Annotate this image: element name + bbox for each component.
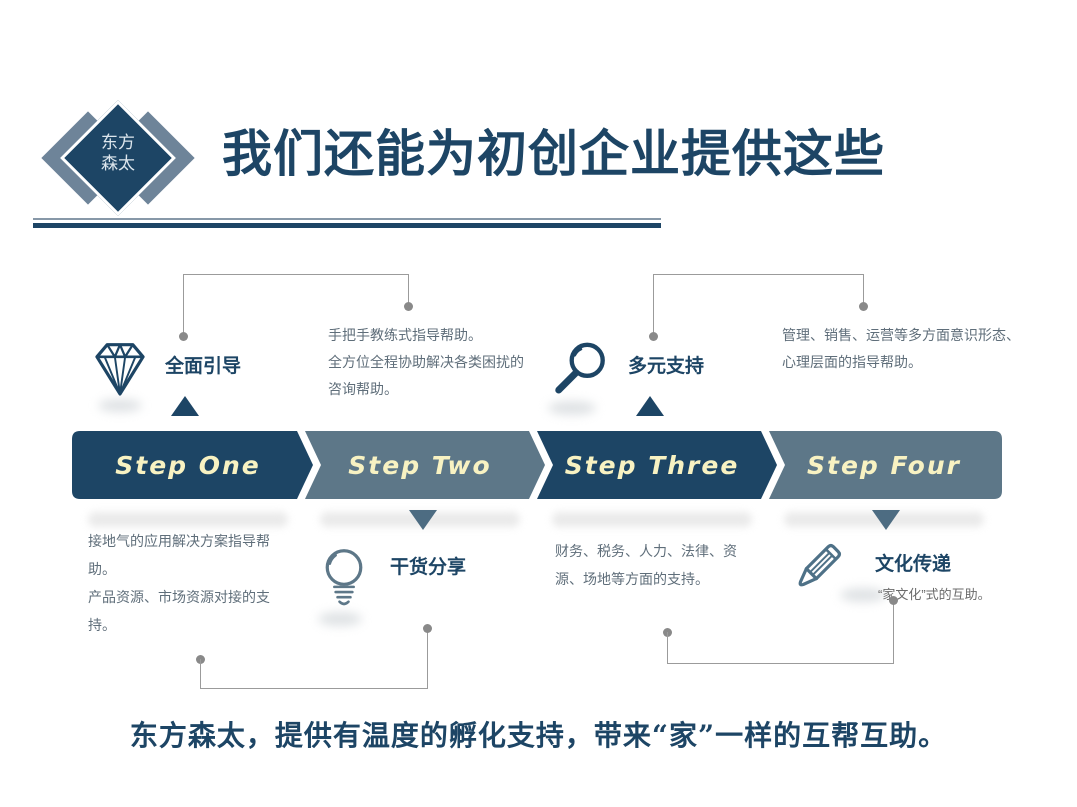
connector-line bbox=[667, 632, 668, 664]
title-rule-thin bbox=[33, 218, 661, 220]
logo-text: 东方 森太 bbox=[83, 133, 153, 175]
step-label-3: Step Three bbox=[564, 450, 740, 480]
feature-label-3: 多元支持 bbox=[628, 356, 705, 377]
tagline: 东方森太，提供有温度的孵化支持，带来“家”一样的互帮互助。 bbox=[129, 719, 948, 752]
step-label-1: Step One bbox=[115, 450, 261, 480]
connector-line bbox=[408, 274, 409, 306]
connector-line bbox=[653, 274, 654, 336]
down-triangle-step4 bbox=[872, 510, 900, 530]
connector-dot bbox=[859, 302, 868, 311]
feature-desc-1: 手把手教练式指导帮助。 全方位全程协助解决各类困扰的咨询帮助。 bbox=[328, 322, 526, 403]
bar-reflection bbox=[552, 512, 752, 527]
step-bar-segment-4 bbox=[769, 431, 1002, 499]
feature-desc-3: 管理、销售、运营等多方面意识形态、心理层面的指导帮助。 bbox=[782, 322, 1028, 376]
feature-desc-3-line1: 管理、销售、运营等多方面意识形态、心理层面的指导帮助。 bbox=[782, 327, 1020, 370]
connector-dot bbox=[404, 302, 413, 311]
connector-dot bbox=[889, 596, 898, 605]
feature-desc-1-line1: 手把手教练式指导帮助。 bbox=[328, 327, 482, 343]
feature-label-4: 文化传递 bbox=[875, 554, 952, 575]
up-triangle-step3 bbox=[636, 396, 664, 416]
icon-shadow bbox=[548, 401, 596, 415]
magnifier-icon bbox=[550, 338, 612, 400]
feature-desc-4-line1: 财务、税务、人力、法律、资源、场地等方面的支持。 bbox=[555, 543, 737, 587]
connector-line bbox=[183, 274, 184, 336]
step-bar-segment-1 bbox=[72, 431, 313, 499]
icon-shadow bbox=[318, 612, 362, 626]
feature-label-2: 干货分享 bbox=[390, 557, 467, 578]
bar-reflection bbox=[88, 512, 288, 527]
connector-line bbox=[200, 688, 428, 689]
connector-dot bbox=[179, 332, 188, 341]
icon-shadow bbox=[98, 399, 142, 412]
connector-line bbox=[200, 659, 201, 689]
connector-line bbox=[183, 274, 409, 275]
feature-label-1: 全面引导 bbox=[165, 356, 242, 377]
step-label-2: Step Two bbox=[348, 450, 492, 480]
connector-line bbox=[863, 274, 864, 306]
light-bulb-icon bbox=[315, 545, 373, 612]
step-bar-segment-2 bbox=[305, 431, 545, 499]
feature-desc-4: 财务、税务、人力、法律、资源、场地等方面的支持。 bbox=[555, 537, 743, 593]
logo: 东方 森太 bbox=[41, 96, 195, 224]
step-label-4: Step Four bbox=[807, 450, 961, 480]
connector-line bbox=[653, 274, 864, 275]
diamond-gem-icon bbox=[88, 340, 152, 398]
page-title: 我们还能为初创企业提供这些 bbox=[222, 124, 885, 183]
connector-dot bbox=[649, 332, 658, 341]
pencil-icon bbox=[782, 538, 848, 602]
connector-line bbox=[893, 600, 894, 664]
feature-desc-1-line2: 全方位全程协助解决各类困扰的咨询帮助。 bbox=[328, 354, 524, 397]
connector-line bbox=[427, 628, 428, 689]
connector-line bbox=[667, 663, 894, 664]
down-triangle-step2 bbox=[409, 510, 437, 530]
logo-text-line2: 森太 bbox=[101, 154, 135, 174]
title-rule-thick bbox=[33, 223, 661, 228]
feature-desc-2-line2: 产品资源、市场资源对接的支持。 bbox=[88, 589, 270, 633]
step-bar-segment-3 bbox=[537, 431, 777, 499]
up-triangle-step1 bbox=[171, 396, 199, 416]
logo-text-line1: 东方 bbox=[101, 133, 135, 153]
step-bar bbox=[72, 431, 1002, 499]
connector-dot bbox=[423, 624, 432, 633]
feature-desc-2-line1: 接地气的应用解决方案指导帮助。 bbox=[88, 533, 270, 577]
feature-desc-2: 接地气的应用解决方案指导帮助。 产品资源、市场资源对接的支持。 bbox=[88, 527, 274, 639]
feature-note-4: “家文化”式的互助。 bbox=[878, 587, 991, 602]
icon-shadow bbox=[840, 588, 886, 602]
